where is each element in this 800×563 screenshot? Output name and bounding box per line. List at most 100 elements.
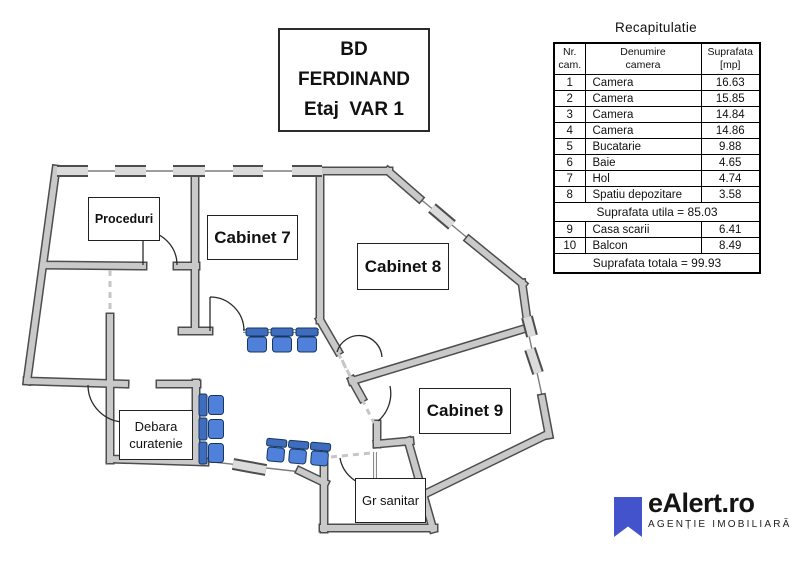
cell-mp: 15.85 (700, 90, 761, 108)
chair-back (198, 417, 208, 441)
col-header-suprafata: Suprafata[mp] (700, 42, 761, 76)
room-label-debara-line: curatenie (129, 436, 183, 451)
cell-mp: 4.65 (700, 154, 761, 172)
chair-back (266, 437, 288, 448)
chair-seat (297, 336, 317, 353)
cell-nr: 5 (553, 138, 586, 156)
chair-back (295, 327, 319, 337)
header-line: Suprafata (707, 46, 754, 58)
chair-back (245, 327, 269, 337)
cell-mp: 16.63 (700, 74, 761, 92)
cell-mp: 8.49 (700, 237, 761, 255)
room-label-debara-line: Debara (134, 419, 178, 434)
waiting-chairs (198, 327, 332, 467)
chair-back (309, 441, 332, 452)
cell-name: Baie (584, 154, 702, 172)
cell-name: Camera (584, 106, 702, 124)
cell-mp: 4.74 (700, 170, 761, 188)
cell-mp: 6.41 (700, 221, 761, 239)
cell-name: Camera (584, 90, 702, 108)
interior-thin-walls-core (243, 330, 376, 484)
plan-title-line: BD (340, 39, 368, 60)
logo-name: eAlert.ro (648, 488, 755, 518)
cell-nr: 3 (553, 106, 586, 124)
header-line: Nr. (563, 46, 577, 58)
header-line: cam. (558, 59, 582, 72)
cell-name: Bucatarie (584, 138, 702, 156)
cell-nr: 10 (553, 237, 586, 255)
cell-name: Camera (584, 122, 702, 140)
room-label-debara: Debara curatenie (119, 410, 193, 460)
cell-name: Spatiu depozitare (584, 186, 702, 204)
plan-title-line: FERDINAND (298, 69, 410, 90)
cell-mp: 9.88 (700, 138, 761, 156)
chair-seat (288, 448, 307, 465)
cell-nr: 9 (553, 221, 586, 239)
chair-back (198, 441, 208, 465)
header-line: camera (625, 59, 661, 72)
door-arcs (87, 230, 392, 487)
chair-seat (208, 443, 224, 463)
opening-dashes (108, 270, 376, 459)
cell-nr: 7 (553, 170, 586, 188)
cell-mp: 14.84 (700, 106, 761, 124)
cell-name: Balcon (584, 237, 702, 255)
col-header-nr: Nr.cam. (553, 42, 586, 76)
cell-name: Camera (584, 74, 702, 92)
plan-title-box: BD FERDINAND Etaj VAR 1 (278, 28, 430, 132)
total-cell: Suprafata totala = 99.93 (553, 253, 761, 274)
cell-name: Casa scarii (584, 221, 702, 239)
chair-seat (247, 336, 267, 353)
cell-name: Hol (584, 170, 702, 188)
cell-nr: 6 (553, 154, 586, 172)
chair-seat (272, 336, 292, 353)
chair-row-bottom (266, 437, 332, 467)
room-label-cabinet7: Cabinet 7 (207, 215, 298, 260)
header-line: [mp] (720, 59, 741, 72)
cell-nr: 4 (553, 122, 586, 140)
room-label-gr-sanitar: Gr sanitar (355, 478, 426, 523)
cell-nr: 8 (553, 186, 586, 204)
total-row: Suprafata totala = 99.93 (553, 253, 761, 274)
plan-title-line: Etaj VAR 1 (304, 99, 404, 120)
cell-mp: 3.58 (700, 186, 761, 204)
chair-seat (208, 395, 224, 415)
subtotal-row: Suprafata utila = 85.03 (553, 202, 761, 223)
cell-mp: 14.86 (700, 122, 761, 140)
chair-back (198, 393, 208, 417)
chair-back (270, 327, 294, 337)
chair-back (288, 439, 310, 450)
room-label-cabinet8: Cabinet 8 (357, 243, 449, 290)
logo: eAlert.ro AGENȚIE IMOBILIARĂ (648, 489, 792, 530)
bookmark-shape (614, 497, 642, 537)
windows-fill (57, 167, 542, 474)
interior-thin-walls (243, 329, 377, 484)
recap-title: Recapitulatie (615, 20, 697, 35)
cell-nr: 2 (553, 90, 586, 108)
room-label-cabinet9: Cabinet 9 (419, 388, 511, 434)
chair-seat (208, 419, 224, 439)
room-label-proceduri: Proceduri (88, 197, 160, 241)
cell-nr: 1 (553, 74, 586, 92)
header-line: Denumire (620, 46, 666, 58)
chair-seat (266, 446, 286, 463)
subtotal-cell: Suprafata utila = 85.03 (553, 202, 761, 223)
chair-seat (310, 450, 329, 467)
bookmark-icon (614, 497, 642, 537)
logo-tagline: AGENȚIE IMOBILIARĂ (648, 519, 792, 530)
